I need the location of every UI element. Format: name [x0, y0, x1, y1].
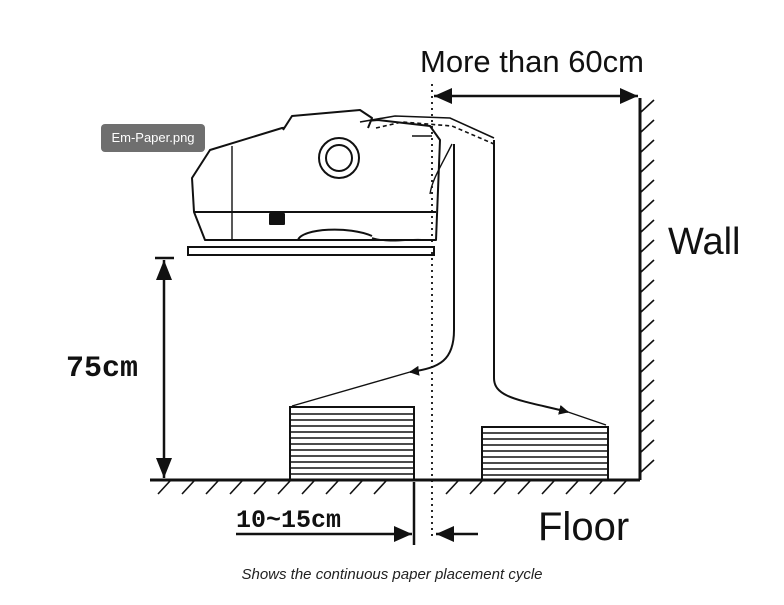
clearance-dimension	[434, 88, 638, 104]
floor-line	[150, 478, 640, 495]
paper-path	[291, 140, 607, 426]
paper-stack-right	[481, 426, 609, 481]
image-filename-badge: Em-Paper.png	[101, 124, 205, 152]
wall-line	[638, 98, 655, 480]
wall-label: Wall	[668, 221, 740, 263]
height-label: 75cm	[66, 352, 138, 386]
offset-label: 10~15cm	[236, 506, 341, 535]
paper-tray	[359, 115, 495, 145]
printer	[191, 109, 441, 242]
height-dimension	[155, 256, 174, 478]
paper-stack-left	[289, 406, 415, 481]
image-caption: Shows the continuous paper placement cyc…	[241, 566, 543, 583]
table-top	[187, 246, 435, 256]
clearance-label: More than 60cm	[420, 44, 644, 79]
offset-dimension	[236, 482, 478, 545]
paper-placement-diagram: More than 60cm Wall 75cm 10~15cm Floor	[66, 44, 740, 549]
floor-label: Floor	[538, 505, 629, 549]
